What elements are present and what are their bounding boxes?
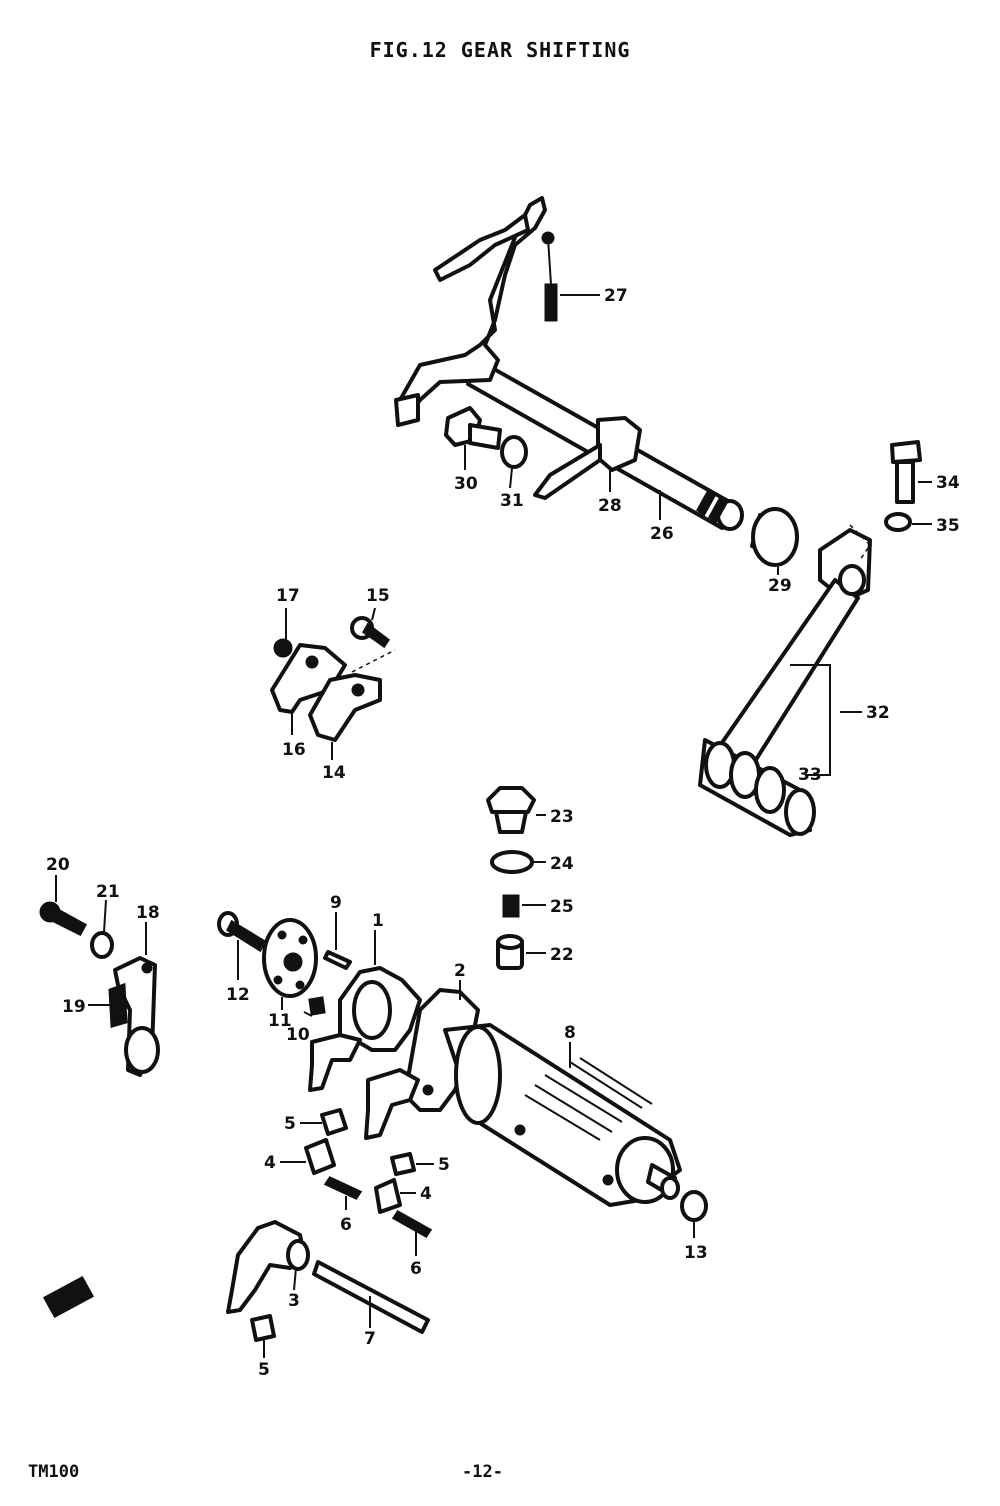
label-6b: 6 [410,1259,422,1279]
leader-lines [55,294,932,1358]
label-14: 14 [322,763,346,783]
label-10: 10 [286,1025,310,1045]
roller-5b [390,1152,416,1176]
label-3: 3 [288,1291,300,1311]
shift-rubber-33 [698,738,816,837]
roller-5c [250,1314,276,1342]
arrow-left-icon [42,1275,95,1319]
plug-23 [486,786,536,834]
label-32: 32 [866,703,890,723]
label-35: 35 [936,516,960,536]
gear-shift-cam-8 [443,1023,682,1207]
washer-31 [500,435,528,469]
model-code: TM100 [28,1462,80,1482]
washer-35 [884,512,912,532]
clip-28 [533,416,642,500]
label-9: 9 [330,893,342,913]
part-number-labels: 27 30 31 28 26 29 34 35 32 33 17 15 16 1… [46,286,960,1380]
roller-4a [304,1138,336,1175]
label-20: 20 [46,855,70,875]
label-13: 13 [684,1243,708,1263]
label-6a: 6 [340,1215,352,1235]
label-4b: 4 [420,1184,432,1204]
label-8: 8 [564,1023,576,1043]
label-29: 29 [768,576,792,596]
label-28: 28 [598,496,622,516]
bolt-15 [350,616,391,649]
label-33: 33 [798,765,822,785]
bolt-12 [217,911,268,953]
label-23: 23 [550,807,574,827]
figure-title: FIG.12 GEAR SHIFTING [369,38,631,62]
cam-plate-11 [262,918,318,998]
label-12: 12 [226,985,250,1005]
label-30: 30 [454,474,478,494]
label-25: 25 [550,897,574,917]
label-7: 7 [364,1329,376,1349]
label-15: 15 [366,586,390,606]
bolt-34 [890,440,922,504]
label-2: 2 [454,961,466,981]
pin-6a [323,1176,363,1200]
pin-10 [308,996,326,1016]
shift-fork-1 [308,966,422,1092]
shift-fork-3 [226,1220,310,1314]
label-27: 27 [604,286,628,306]
label-21: 21 [96,882,120,902]
label-18: 18 [136,903,160,923]
label-11: 11 [268,1011,292,1031]
bolt-30 [444,406,502,450]
label-16: 16 [282,740,306,760]
roller-4b [374,1178,402,1214]
label-1: 1 [372,911,384,931]
page-number: -12- [462,1462,503,1482]
pin-9 [323,950,352,970]
label-5c: 5 [258,1360,270,1380]
label-5b: 5 [438,1155,450,1175]
spring-25 [502,894,520,918]
label-17: 17 [276,586,300,606]
washer-24 [490,850,534,874]
gear-shift-lever [708,524,872,787]
label-31: 31 [500,491,524,511]
stopper-14 [308,673,382,742]
washer-21 [90,931,114,959]
pin-6b [391,1210,433,1238]
label-24: 24 [550,854,574,874]
label-34: 34 [936,473,960,493]
spring-19 [108,982,128,1028]
bearing-13 [680,1190,708,1222]
label-19: 19 [62,997,86,1017]
label-4a: 4 [264,1153,276,1173]
nut-17 [273,638,293,658]
shift-fork-2 [364,988,480,1140]
spring-27 [541,231,558,322]
oil-seal-29 [750,507,799,567]
label-22: 22 [550,945,574,965]
pin-22 [496,934,524,970]
label-26: 26 [650,524,674,544]
label-5a: 5 [284,1114,296,1134]
bolt-20 [39,901,88,936]
roller-5a [320,1108,348,1136]
